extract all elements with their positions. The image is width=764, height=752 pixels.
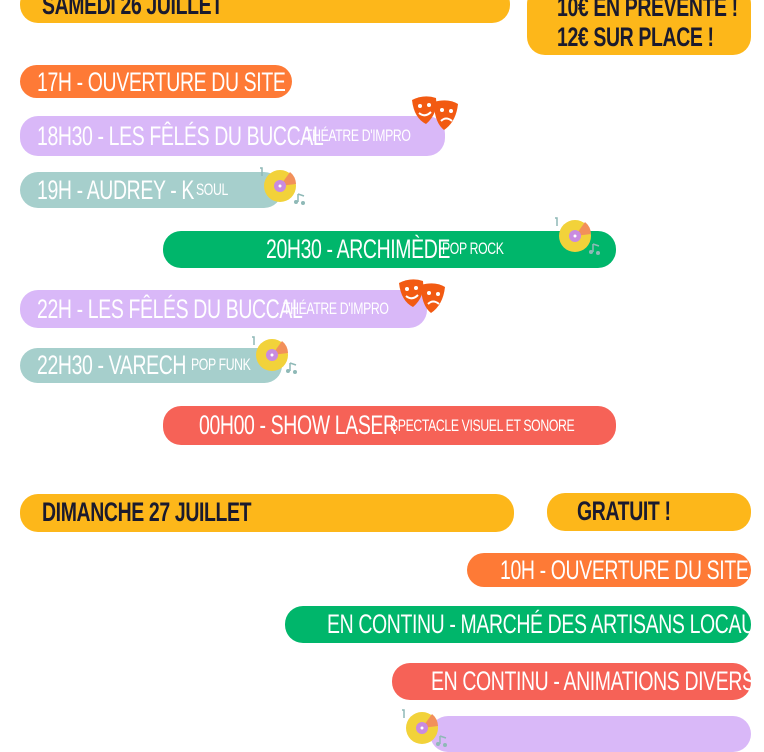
event-title: 18H30 - LES FÊLÉS DU BUCCAL xyxy=(37,121,324,151)
event-22h: 22H - LES FÊLÉS DU BUCCAL THÉATRE D'IMPR… xyxy=(20,290,427,328)
vinyl-record-icon xyxy=(251,336,298,375)
event-genre: THÉATRE D'IMPRO xyxy=(305,126,411,145)
event-partial-next xyxy=(430,716,751,752)
event-title: 00H00 - SHOW LASER xyxy=(199,410,397,440)
event-18h30: 18H30 - LES FÊLÉS DU BUCCAL THÉATRE D'IM… xyxy=(20,116,445,156)
event-genre: SPECTACLE VISUEL ET SONORE xyxy=(390,416,575,435)
sunday-header-bar: DIMANCHE 27 JUILLET xyxy=(20,494,514,532)
theatre-masks-icon xyxy=(411,95,459,131)
price-onsite: 12€ SUR PLACE ! xyxy=(557,22,714,52)
event-title: 22H - LES FÊLÉS DU BUCCAL xyxy=(37,294,303,324)
event-10h: 10H - OUVERTURE DU SITE xyxy=(467,553,751,587)
vinyl-record-icon xyxy=(401,709,448,748)
event-title: 10H - OUVERTURE DU SITE xyxy=(500,555,749,585)
saturday-header: SAMEDI 26 JUILLET xyxy=(42,0,223,20)
event-title: EN CONTINU - ANIMATIONS DIVERSES xyxy=(431,666,764,696)
theatre-masks-icon xyxy=(398,278,446,314)
event-title: 17H - OUVERTURE DU SITE xyxy=(37,67,286,97)
event-genre: SOUL xyxy=(196,180,228,199)
sunday-price-box: GRATUIT ! xyxy=(547,493,751,531)
price-presale: 10€ EN PRÉVENTE ! xyxy=(557,0,738,22)
saturday-header-bar: SAMEDI 26 JUILLET xyxy=(20,0,510,23)
vinyl-record-icon xyxy=(259,167,306,206)
event-19h: 19H - AUDREY - K SOUL xyxy=(20,172,282,208)
event-genre: POP ROCK xyxy=(442,239,504,258)
sunday-header: DIMANCHE 27 JUILLET xyxy=(42,497,252,527)
vinyl-record-icon xyxy=(554,217,601,256)
event-genre: THÉATRE D'IMPRO xyxy=(283,299,389,318)
event-title: 20H30 - ARCHIMÈDE xyxy=(266,234,451,264)
event-animations: EN CONTINU - ANIMATIONS DIVERSES xyxy=(392,663,764,700)
event-22h30: 22H30 - VARECH POP FUNK xyxy=(20,348,282,383)
event-title: 22H30 - VARECH xyxy=(37,350,187,380)
event-title: 19H - AUDREY - K xyxy=(37,175,195,205)
event-market: EN CONTINU - MARCHÉ DES ARTISANS LOCAUX xyxy=(285,606,764,643)
event-17h: 17H - OUVERTURE DU SITE xyxy=(20,65,292,98)
sunday-price: GRATUIT ! xyxy=(577,496,671,526)
event-20h30: 20H30 - ARCHIMÈDE POP ROCK xyxy=(163,231,616,268)
event-00h00: 00H00 - SHOW LASER SPECTACLE VISUEL ET S… xyxy=(163,406,616,445)
saturday-price-box: 10€ EN PRÉVENTE ! 12€ SUR PLACE ! xyxy=(527,0,751,55)
event-genre: POP FUNK xyxy=(191,355,251,374)
event-title: EN CONTINU - MARCHÉ DES ARTISANS LOCAUX xyxy=(327,609,764,639)
